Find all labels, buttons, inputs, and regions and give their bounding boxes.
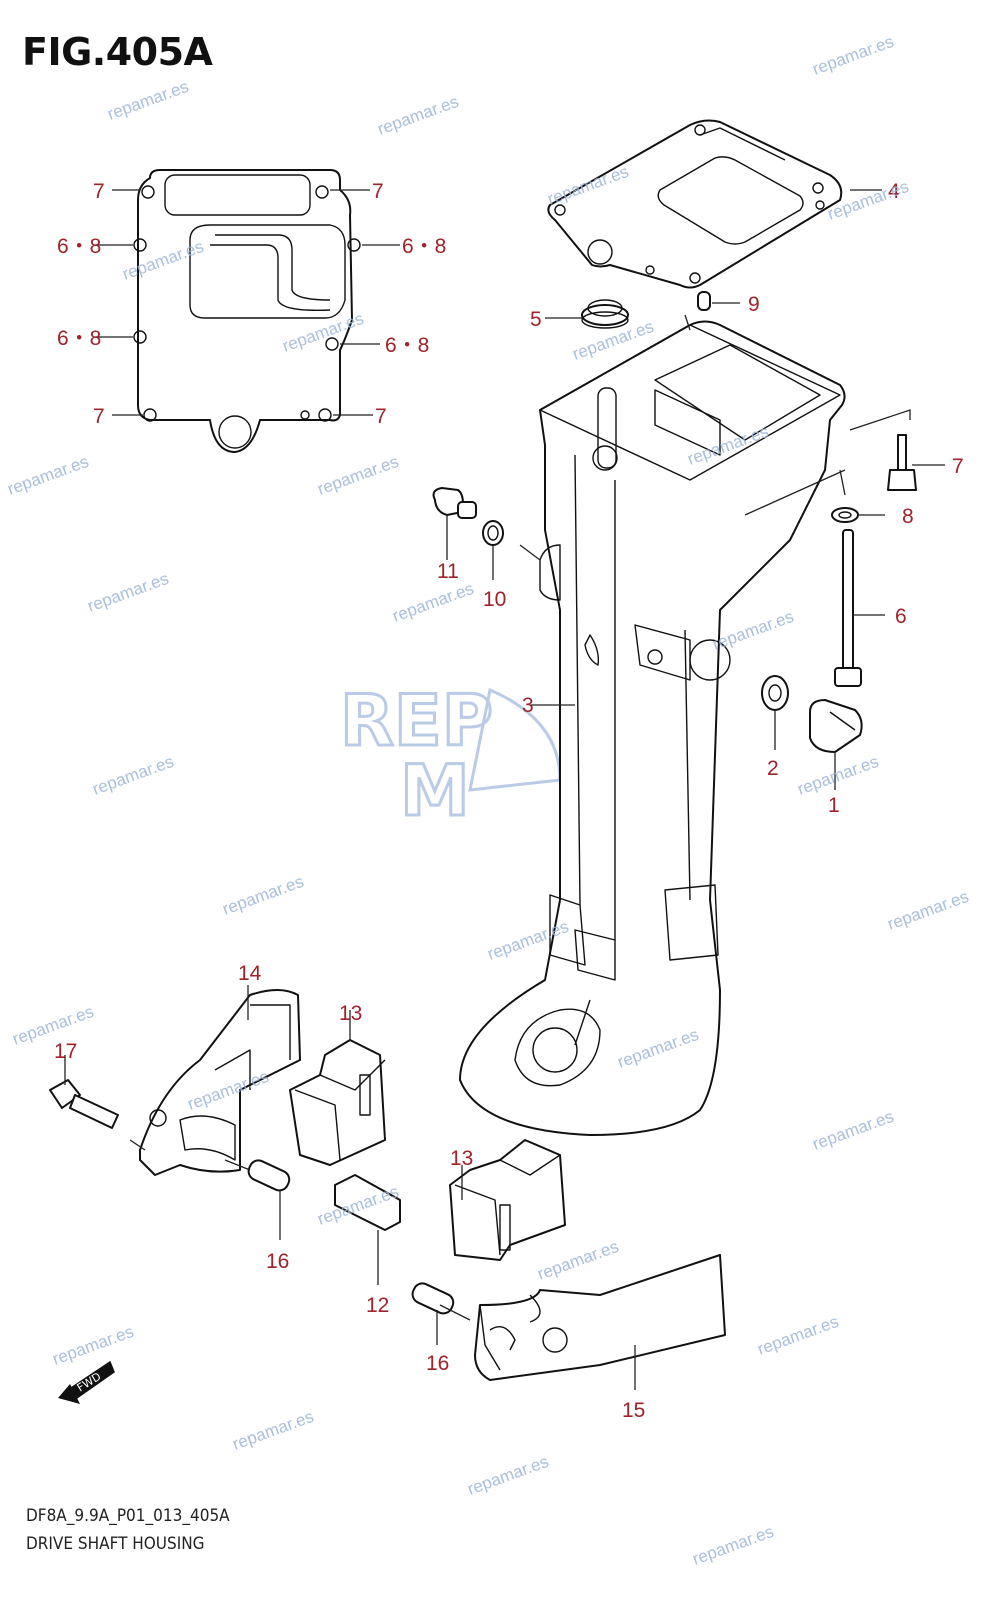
watermark-text: repamar.es [390, 579, 476, 626]
watermark-text: repamar.es [810, 1107, 896, 1154]
callout-13: 13 [339, 1002, 362, 1025]
watermark-text: repamar.es [375, 92, 461, 139]
rubber-mount-part-13a [289, 1039, 386, 1166]
watermark-text: repamar.es [5, 452, 91, 499]
callout-14: 14 [238, 962, 262, 985]
leader-lines [64, 189, 945, 1390]
callout-12: 12 [366, 1294, 389, 1317]
callout-7: 7 [375, 405, 387, 428]
washer-part-8 [831, 507, 859, 523]
pin-part-16a [247, 1159, 291, 1192]
gasket-part-4 [547, 119, 843, 289]
watermark-text: repamar.es [465, 1452, 551, 1499]
gasket-detail [133, 169, 361, 453]
watermark-text: repamar.es [315, 452, 401, 499]
mount-cover-part-15 [474, 1254, 726, 1381]
callout-13: 13 [450, 1147, 473, 1170]
watermark-text: repamar.es [690, 1522, 776, 1569]
logo-text-bottom-left: M [400, 750, 470, 832]
callout-3: 3 [522, 694, 534, 717]
figure-code: DF8A_9.9A_P01_013_405A [26, 1506, 230, 1526]
plate-part-12 [334, 1174, 401, 1231]
seal-part-5 [581, 299, 629, 329]
watermark-text: repamar.es [230, 1407, 316, 1454]
callout-17: 17 [54, 1040, 77, 1063]
callout-7: 7 [93, 405, 105, 428]
callout-6-8: 6・8 [402, 235, 446, 258]
callout-6: 6 [895, 605, 907, 628]
watermark-text: repamar.es [90, 752, 176, 799]
logo-text-top: REP [340, 680, 493, 762]
callout-5: 5 [530, 308, 542, 331]
gasket-part-10 [482, 520, 504, 546]
gasket-part-2 [761, 675, 789, 711]
mount-bracket-part-14 [139, 989, 301, 1176]
watermark-text: repamar.es [105, 77, 191, 124]
callout-2: 2 [767, 757, 779, 780]
callout-11: 11 [437, 560, 459, 583]
callout-1: 1 [828, 794, 840, 817]
watermark-text: repamar.es [710, 607, 796, 654]
watermark-text: repamar.es [795, 752, 881, 799]
callout-6-8: 6・8 [57, 235, 101, 258]
pin-part-16b [411, 1282, 455, 1315]
watermark-text: repamar.es [50, 1322, 136, 1369]
watermark-text: repamar.es [85, 569, 171, 616]
callout-4: 4 [888, 180, 900, 203]
callout-6-8: 6・8 [385, 334, 429, 357]
long-bolt-part-6 [834, 529, 862, 687]
callout-9: 9 [748, 293, 760, 316]
watermark-text: repamar.es [535, 1237, 621, 1284]
watermark-text: repamar.es [885, 887, 971, 934]
watermark-text: repamar.es [220, 872, 306, 919]
callout-labels: 7 7 6・8 6・8 6・8 6・8 7 7 4 5 9 7 8 6 11 1… [54, 180, 964, 1422]
rubber-mount-part-13b [449, 1139, 566, 1261]
callout-7: 7 [372, 180, 384, 203]
figure-title: FIG.405A [22, 30, 213, 74]
callout-8: 8 [902, 505, 914, 528]
drain-plug-part-1 [809, 699, 863, 753]
plug-part-11 [432, 487, 477, 519]
callout-7: 7 [93, 180, 105, 203]
callout-15: 15 [622, 1399, 645, 1422]
callout-16: 16 [266, 1250, 289, 1273]
callout-7: 7 [952, 455, 964, 478]
watermark-text: repamar.es [755, 1312, 841, 1359]
bolt-part-17 [49, 1079, 119, 1129]
figure-name: DRIVE SHAFT HOUSING [26, 1534, 205, 1554]
dowel-pin-part-9 [697, 291, 711, 311]
watermark-text: repamar.es [810, 32, 896, 79]
callout-10: 10 [483, 588, 506, 611]
drive-shaft-housing-part-3 [459, 320, 846, 1136]
bolt-part-7 [887, 434, 917, 491]
callout-6-8: 6・8 [57, 327, 101, 350]
forward-arrow-icon: FWD [58, 1360, 115, 1404]
callout-16: 16 [426, 1352, 449, 1375]
